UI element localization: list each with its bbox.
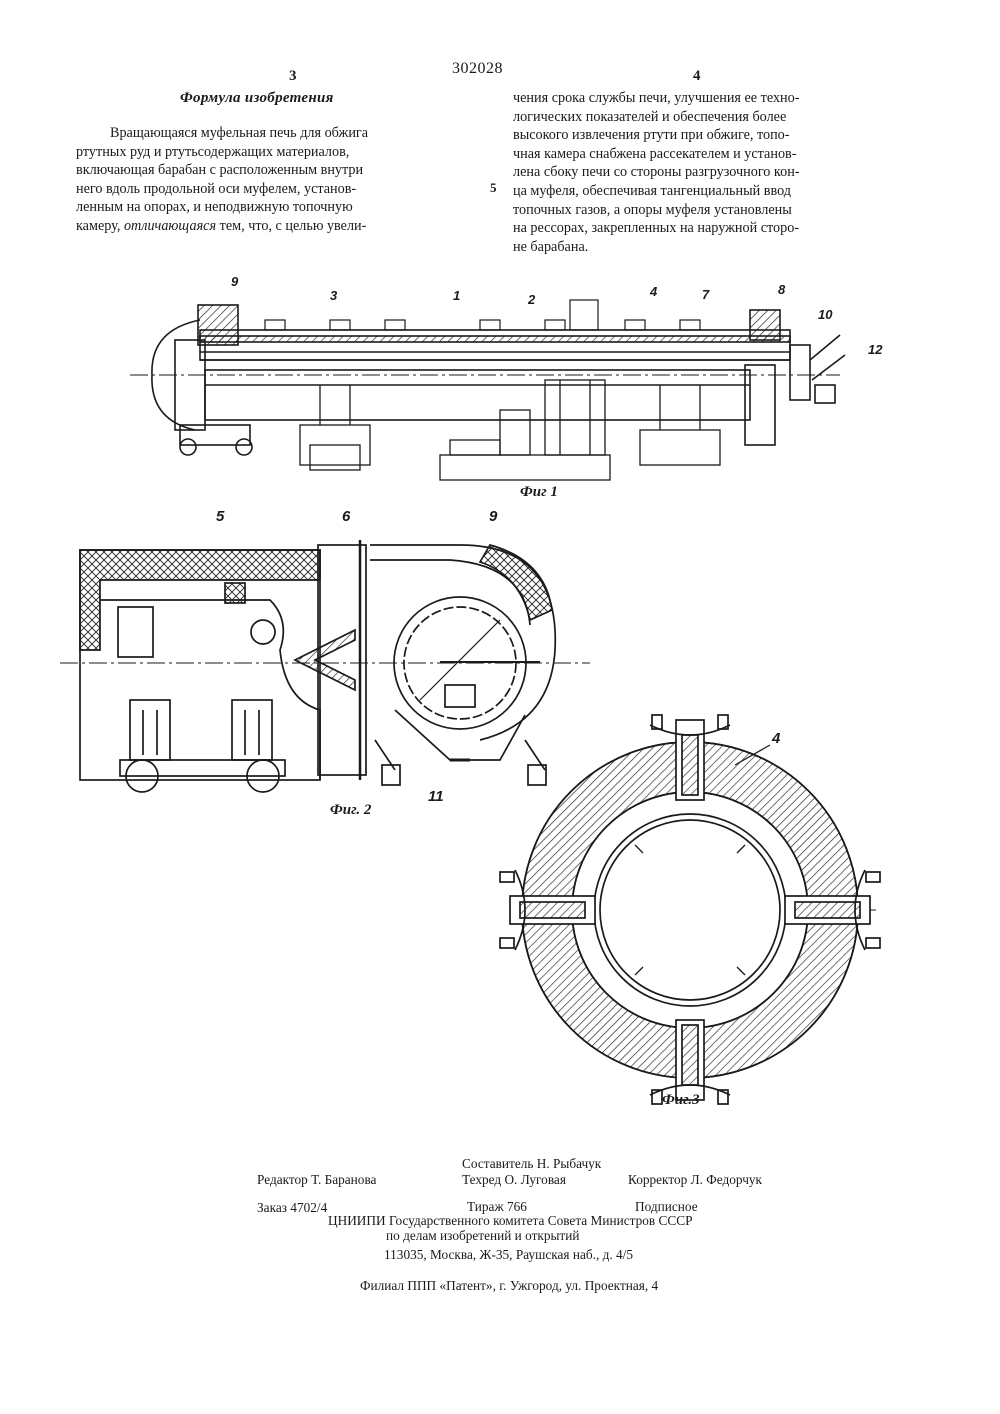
imprint-order: Заказ 4702/4	[257, 1200, 327, 1216]
imprint-compiler: Составитель Н. Рыбачук	[462, 1156, 601, 1172]
claims-line: логических показателей и обеспечения бол…	[513, 108, 903, 127]
claims-line: не барабана.	[513, 238, 903, 257]
claims-line: чения срока службы печи, улучшения ее те…	[513, 89, 903, 108]
claims-text: камеру,	[76, 218, 124, 234]
claims-line: топочных газов, а опоры муфеля установле…	[513, 201, 903, 220]
document-number: 302028	[452, 60, 503, 78]
line-number-marker: 5	[490, 180, 497, 196]
fig1-callout: 1	[453, 288, 460, 303]
fig1-callout: 12	[868, 342, 882, 357]
claims-line-last: камеру, отличающаяся тем, что, с целью у…	[76, 217, 456, 236]
fig1-callout: 3	[330, 288, 337, 303]
imprint-institute: ЦНИИПИ Государственного комитета Совета …	[328, 1213, 692, 1229]
imprint-techred: Техред О. Луговая	[462, 1172, 566, 1188]
imprint-affairs: по делам изобретений и открытий	[386, 1228, 579, 1244]
claims-column-2: чения срока службы печи, улучшения ее те…	[513, 89, 903, 256]
fig2-callout: 5	[216, 508, 224, 525]
fig3-caption: Фиг.3	[662, 1092, 700, 1109]
fig2-callout: 6	[342, 508, 350, 525]
imprint-branch: Филиал ППП «Патент», г. Ужгород, ул. Про…	[360, 1278, 658, 1294]
fig2-callout: 9	[489, 508, 497, 525]
claims-line: ртутных руд и ртутьсодержащих материалов…	[76, 143, 456, 162]
imprint-address: 113035, Москва, Ж-35, Раушская наб., д. …	[384, 1247, 633, 1263]
claims-heading: Формула изобретения	[180, 90, 334, 107]
claims-line: высокого извлечения ртути при обжиге, то…	[513, 126, 903, 145]
fig1-caption: Фиг 1	[520, 484, 558, 501]
claims-line: ленным на опорах, и неподвижную топочную	[76, 198, 456, 217]
fig2-caption: Фиг. 2	[330, 802, 371, 819]
claims-line: на рессорах, закрепленных на наружной ст…	[513, 219, 903, 238]
claims-line: него вдоль продольной оси муфелем, устан…	[76, 180, 456, 199]
fig1-callout: 2	[528, 292, 535, 307]
imprint-corrector: Корректор Л. Федорчук	[628, 1172, 762, 1188]
claims-line: включающая барабан с расположенным внутр…	[76, 161, 456, 180]
claims-line: лена сбоку печи со стороны разгрузочного…	[513, 163, 903, 182]
claims-line: ца муфеля, обеспечивая тангенциальный вв…	[513, 182, 903, 201]
claims-line: Вращающаяся муфельная печь для обжига	[76, 124, 456, 143]
fig3-callout: 4	[772, 730, 780, 747]
fig1-callout: 10	[818, 307, 832, 322]
claims-line: чная камера снабжена рассекателем и уста…	[513, 145, 903, 164]
left-page-number: 3	[289, 68, 297, 85]
fig1-callout: 7	[702, 287, 709, 302]
fig2-callout: 11	[428, 788, 444, 805]
imprint-editor: Редактор Т. Баранова	[257, 1172, 376, 1188]
claims-keyword: отличающаяся	[124, 218, 216, 234]
fig1-callout: 9	[231, 274, 238, 289]
claims-column-1: Вращающаяся муфельная печь для обжига рт…	[76, 124, 456, 236]
right-page-number: 4	[693, 68, 701, 85]
fig1-callout: 4	[650, 284, 657, 299]
fig1-callout: 8	[778, 282, 785, 297]
claims-text: тем, что, с целью увели-	[216, 218, 366, 234]
